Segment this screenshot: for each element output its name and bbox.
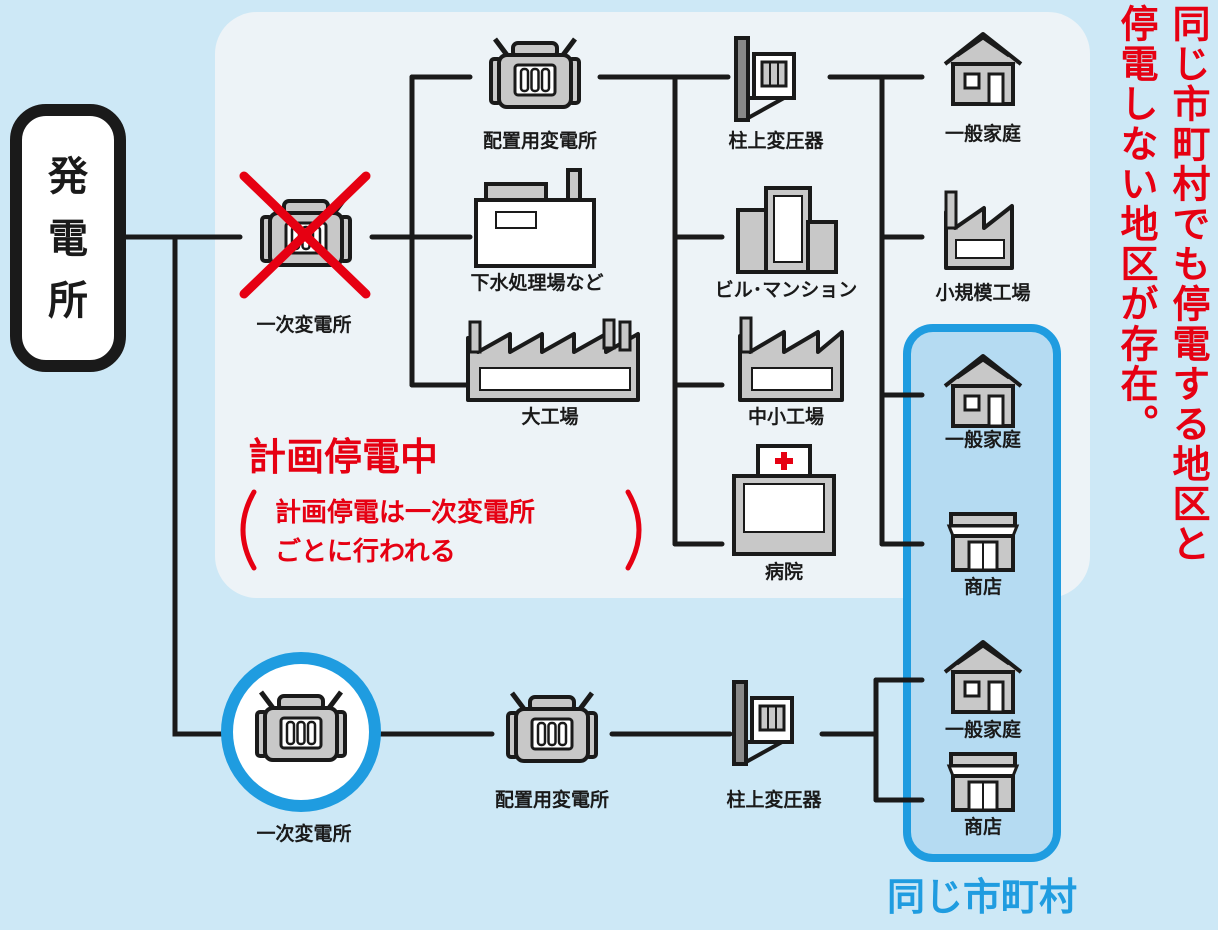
large-factory-label: 大工場 <box>521 405 578 428</box>
sewage-plant-label: 下水処理場など <box>470 271 603 294</box>
building-mansion-label: ビル･マンション <box>715 279 858 301</box>
mid-small-factory-label: 中小工場 <box>748 405 824 428</box>
mid-small-factory-icon <box>738 316 844 402</box>
primary-substation-transformer-icon <box>257 692 345 760</box>
shop-label: 商店 <box>964 575 1002 598</box>
large-factory-icon <box>466 318 640 402</box>
pole-transformer-icon <box>732 680 794 766</box>
outage-title: 計画停電中 <box>248 435 438 479</box>
distribution-substation-icon <box>491 39 579 107</box>
hospital-icon <box>732 444 836 556</box>
primary-substation-label: 一次変電所 <box>256 313 351 336</box>
same-town-label: 同じ市町村 <box>887 875 1077 919</box>
primary-substation-label-live: 一次変電所 <box>256 822 351 845</box>
outage-note-line-1: 計画停電は一次変電所 <box>275 497 535 528</box>
distribution-substation-icon <box>508 693 596 761</box>
note-right-paren <box>625 489 642 571</box>
distribution-substation-label-live: 配置用変電所 <box>495 788 609 811</box>
same-town-highlight <box>903 324 1061 862</box>
household-label-3: 一般家庭 <box>945 718 1021 741</box>
sewage-plant-icon <box>474 168 596 268</box>
outage-cross-icon <box>239 171 371 299</box>
power-plant-label-3: 所 <box>48 278 88 324</box>
building-mansion-icon <box>736 186 838 274</box>
small-factory-label: 小規模工場 <box>935 281 1030 304</box>
power-plant-label-2: 電 <box>48 216 88 262</box>
power-lines <box>119 74 925 803</box>
shop-label-2: 商店 <box>964 815 1002 838</box>
note-left-paren <box>240 489 257 571</box>
power-plant-label-1: 発 <box>48 154 89 200</box>
household-label-2: 一般家庭 <box>945 428 1021 451</box>
outage-note-line-2: ごとに行われる <box>275 536 456 567</box>
shop-icon <box>947 512 1019 572</box>
side-note-line-1: 同じ市町村でも停電する地区と <box>1166 4 1210 564</box>
pole-transformer-label: 柱上変圧器 <box>728 129 824 152</box>
household-label: 一般家庭 <box>945 122 1021 145</box>
outage-area-panel <box>215 12 1090 598</box>
small-factory-icon <box>944 190 1014 270</box>
side-note-line-2: 停電しない地区が存在。 <box>1114 4 1158 444</box>
distribution-substation-label: 配置用変電所 <box>483 129 597 152</box>
pole-transformer-label-live: 柱上変圧器 <box>726 788 822 811</box>
power-plant-box <box>10 104 126 372</box>
shop-icon <box>947 752 1019 812</box>
hospital-label: 病院 <box>765 560 803 583</box>
